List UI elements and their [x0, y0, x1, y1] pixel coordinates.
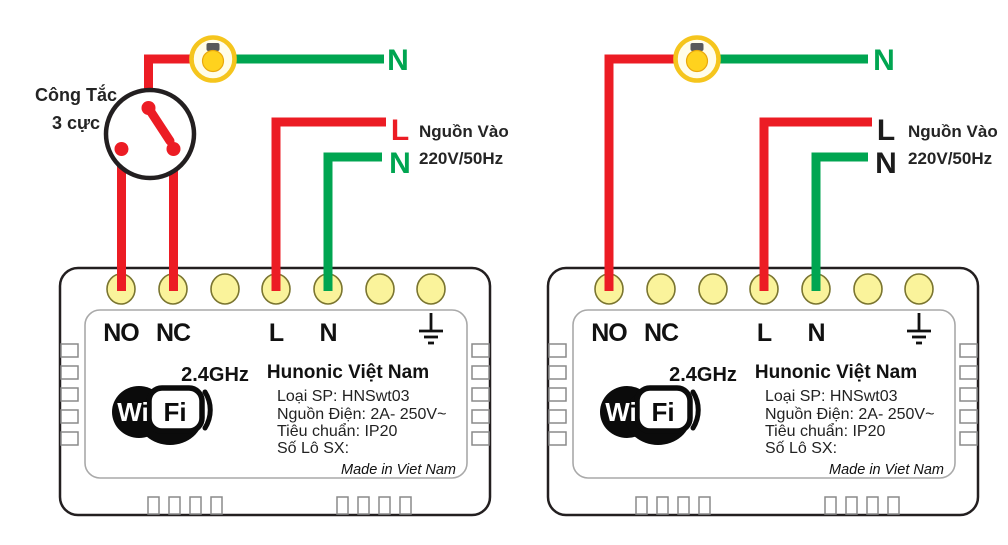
wiring-right: N L N Nguồn Vào 220V/50Hz [604, 35, 998, 291]
device-left: NO NC L N 2.4GHz Wi Fi Hunonic Việt Nam … [58, 266, 492, 517]
side-tabs-left [548, 343, 567, 446]
side-tabs-right [471, 343, 490, 446]
lamp-neutral-label: N [873, 44, 895, 77]
switch-pole-left [114, 142, 129, 156]
wifi-logo-icon: Wi Fi [112, 385, 213, 445]
live-label: L [877, 114, 895, 147]
wire-neutral-in [323, 152, 382, 291]
bottom-slots [635, 496, 900, 515]
wifi-logo-icon: Wi Fi [600, 385, 701, 445]
brand-title: Hunonic Việt Nam [755, 362, 917, 383]
wire-no-to-lamp [604, 54, 684, 291]
wifi-wi-text: Wi [117, 397, 149, 427]
terminal-unused-1 [698, 273, 728, 305]
switch-3pole [103, 87, 197, 181]
switch-label-line2: 3 cực [52, 113, 100, 133]
ground-icon [907, 313, 931, 345]
terminal-ground [904, 273, 934, 305]
terminal-label-neutral: N [807, 319, 824, 347]
wire-live-in [271, 117, 386, 291]
info-line-standard: Tiêu chuẩn: IP20 [765, 422, 885, 440]
terminal-label-no: NO [103, 319, 139, 347]
lamp-icon [673, 35, 721, 83]
brand-title: Hunonic Việt Nam [267, 362, 429, 383]
source-label-line2: 220V/50Hz [419, 149, 503, 168]
wifi-fi-text: Fi [651, 397, 674, 427]
terminal-label-no: NO [591, 319, 627, 347]
wire-neutral-in [811, 152, 868, 291]
side-tabs-left [60, 343, 79, 446]
info-line-batch: Số Lô SX: [277, 440, 349, 457]
terminal-ground [416, 273, 446, 305]
terminal-nc [646, 273, 676, 305]
info-line-sp: Loại SP: HNSwt03 [765, 388, 898, 405]
terminal-label-nc: NC [644, 319, 679, 347]
info-line-power: Nguồn Điện: 2A- 250V~ [765, 406, 934, 423]
lamp-neutral-label: N [387, 44, 409, 77]
wire-live-in [759, 117, 872, 291]
switch-lever [146, 107, 175, 146]
band-label: 2.4GHz [181, 364, 249, 386]
neutral-label: N [875, 147, 897, 180]
terminal-row [106, 273, 446, 305]
terminal-row [594, 273, 934, 305]
info-line-sp: Loại SP: HNSwt03 [277, 388, 410, 405]
bottom-slots [147, 496, 412, 515]
terminal-label-neutral: N [319, 319, 336, 347]
source-label-line2: 220V/50Hz [908, 149, 992, 168]
switch-pole-right [166, 142, 181, 156]
terminal-label-live: L [757, 319, 772, 347]
made-in-label: Made in Viet Nam [341, 462, 456, 478]
ground-icon [419, 313, 443, 345]
terminal-unused-1 [210, 273, 240, 305]
wifi-wi-text: Wi [605, 397, 637, 427]
terminal-unused-2 [853, 273, 883, 305]
switch-circle [103, 87, 197, 181]
info-line-batch: Số Lô SX: [765, 440, 837, 457]
lamp-icon [189, 35, 237, 83]
source-label-line1: Nguồn Vào [908, 122, 998, 141]
band-label: 2.4GHz [669, 364, 737, 386]
switch-label-line1: Công Tắc [35, 84, 117, 105]
terminal-unused-2 [365, 273, 395, 305]
made-in-label: Made in Viet Nam [829, 462, 944, 478]
source-label-line1: Nguồn Vào [419, 122, 509, 141]
device-right: NO NC L N 2.4GHz Wi Fi Hunonic Việt Nam … [546, 266, 980, 517]
side-tabs-right [959, 343, 978, 446]
terminal-label-live: L [269, 319, 284, 347]
info-line-standard: Tiêu chuẩn: IP20 [277, 422, 397, 440]
wiring-left: Công Tắc 3 cực N L N Nguồn Vào 220V/50Hz [35, 35, 509, 291]
terminal-label-nc: NC [156, 319, 191, 347]
wifi-fi-text: Fi [163, 397, 186, 427]
neutral-label: N [389, 147, 411, 180]
info-line-power: Nguồn Điện: 2A- 250V~ [277, 406, 446, 423]
live-label: L [391, 114, 409, 147]
